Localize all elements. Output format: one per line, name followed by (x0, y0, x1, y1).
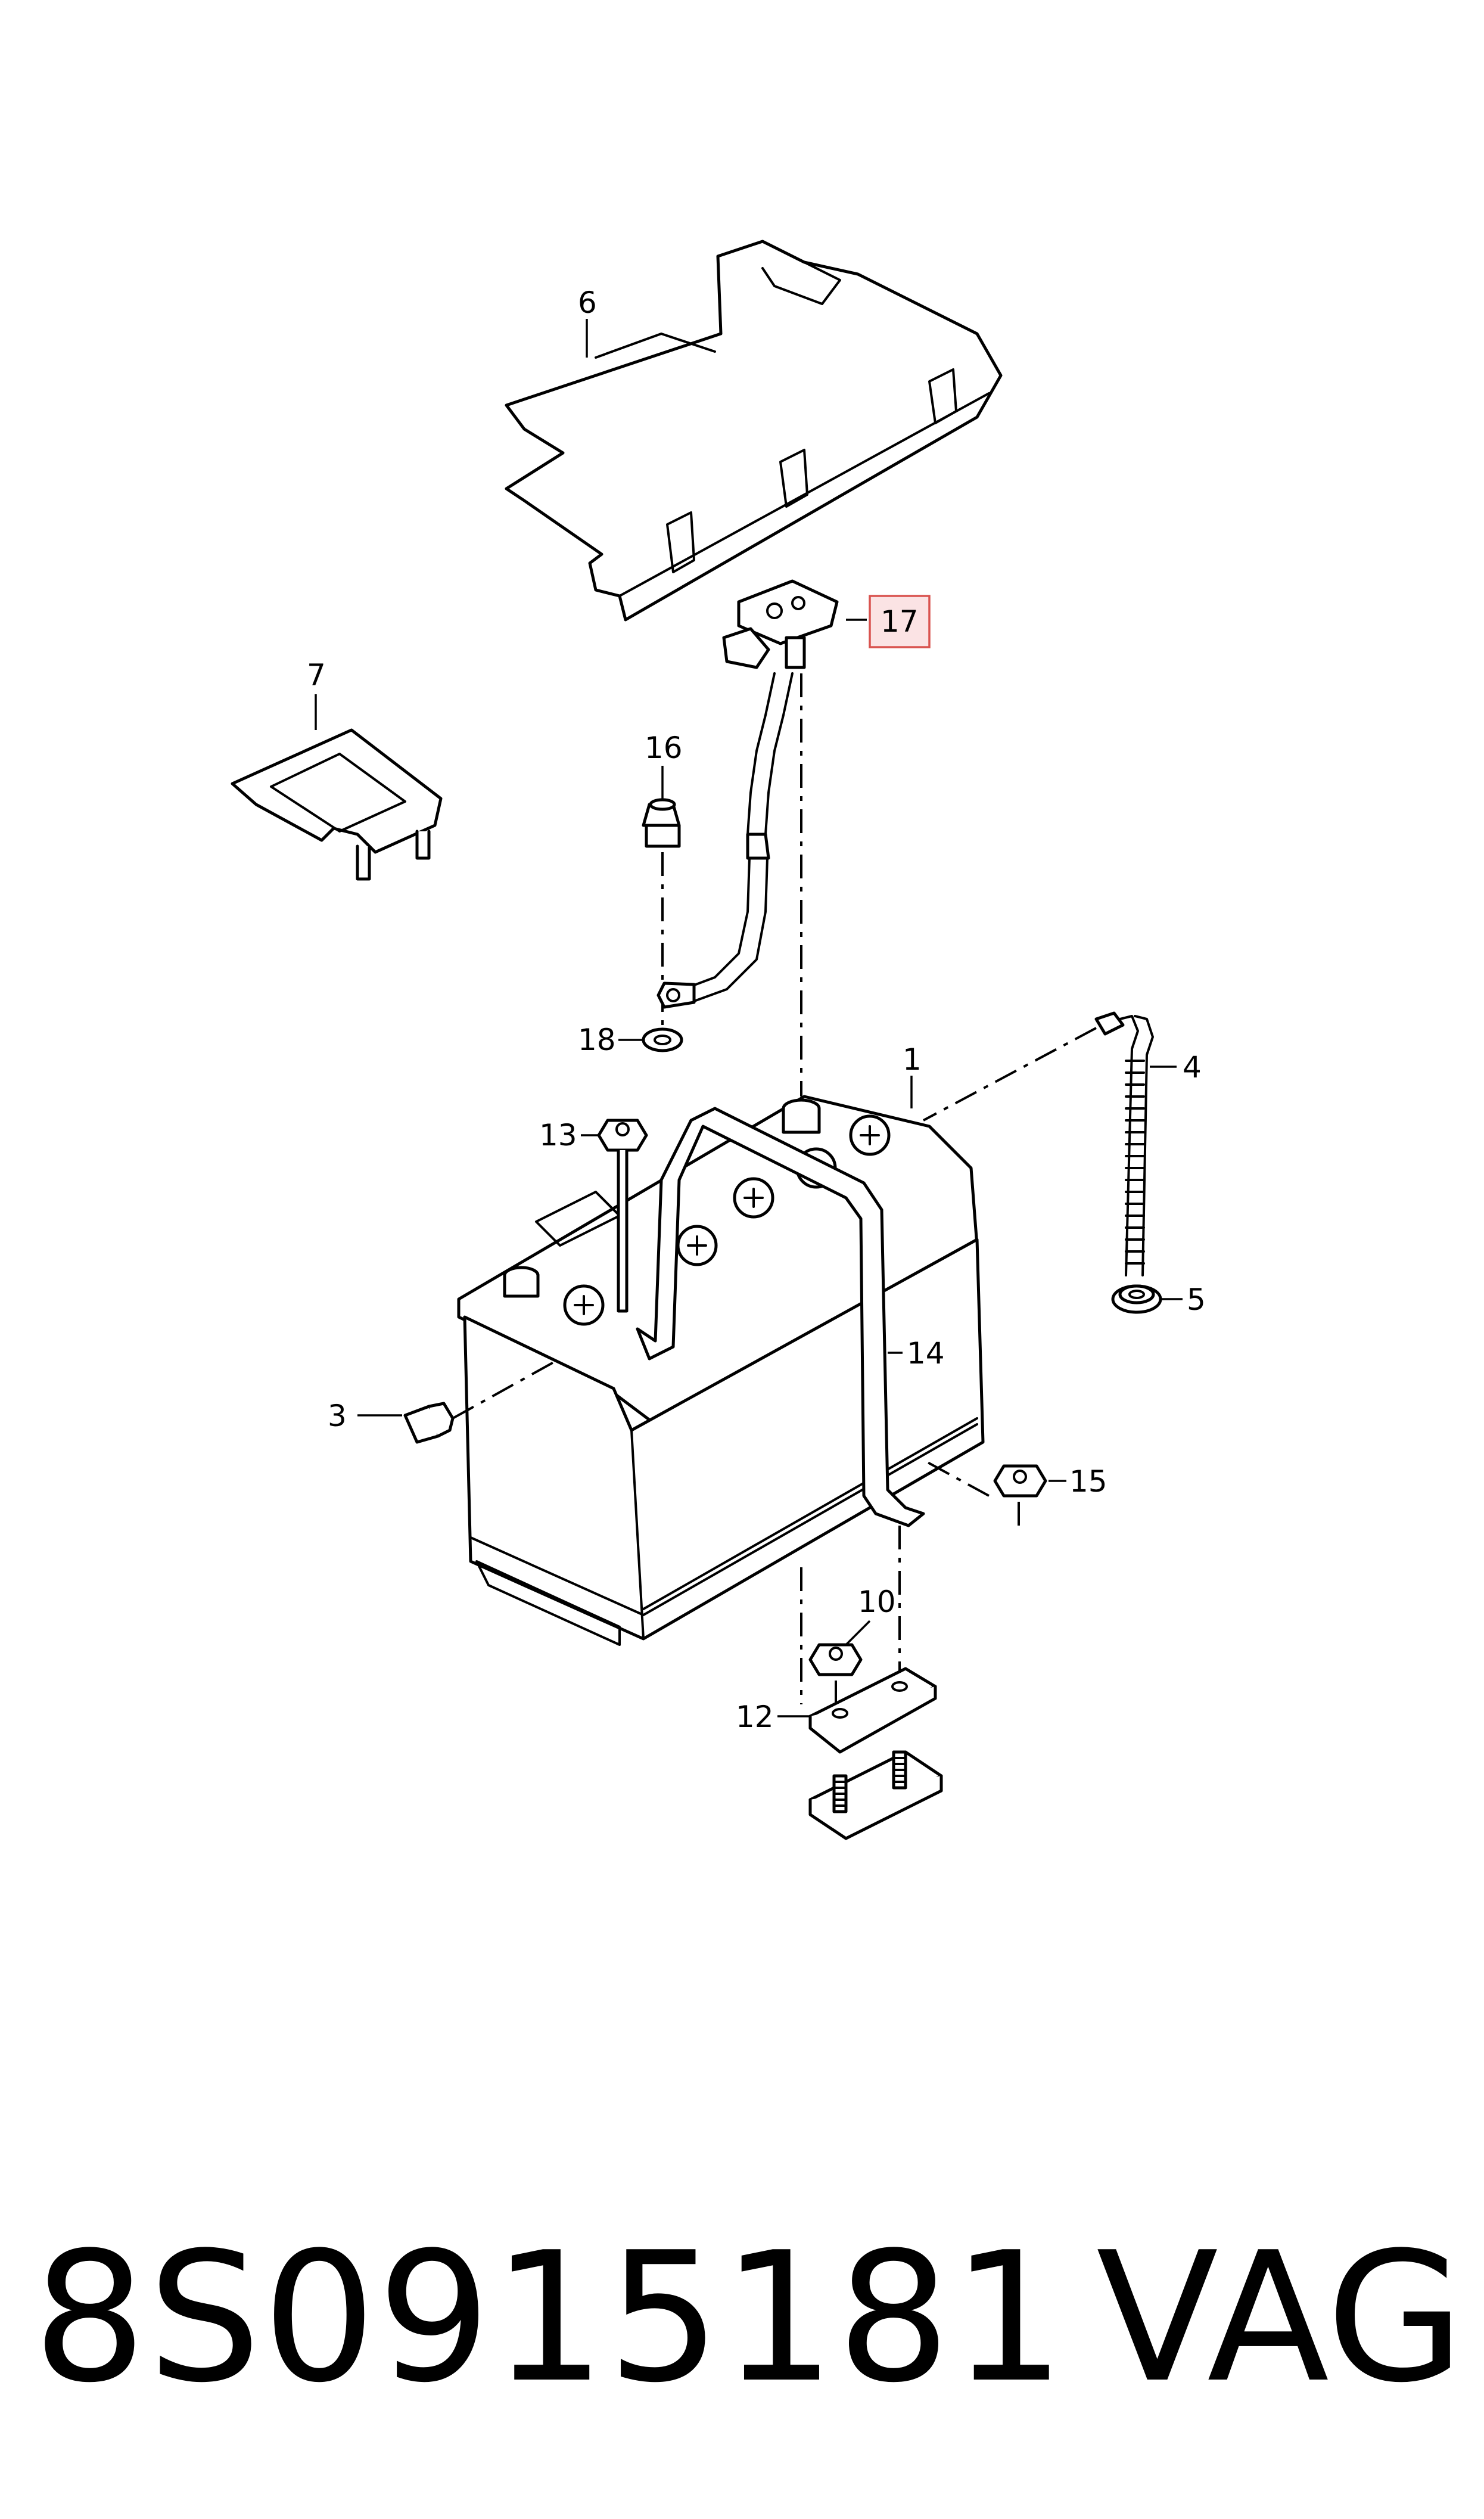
nut-15[interactable] (993, 1464, 1047, 1498)
callout-13[interactable]: 13 (539, 1118, 577, 1153)
assembly-line-4-1 (923, 1027, 1097, 1122)
nut-16[interactable] (642, 798, 681, 848)
callout-16[interactable]: 16 (645, 731, 683, 765)
brand-label: VAG (1096, 2214, 1465, 2422)
callout-14[interactable]: 14 (907, 1336, 945, 1371)
callout-4[interactable]: 4 (1183, 1050, 1202, 1085)
terminal-cover[interactable] (231, 728, 443, 881)
nut-10[interactable] (808, 1643, 863, 1676)
leader-lines (315, 319, 1183, 1717)
callout-7[interactable]: 7 (307, 658, 326, 692)
callout-3[interactable]: 3 (328, 1399, 347, 1433)
washer-18[interactable] (642, 1027, 683, 1052)
grommet-5[interactable] (1111, 1284, 1162, 1314)
callout-15[interactable]: 15 (1069, 1464, 1107, 1499)
callout-10[interactable]: 10 (858, 1585, 896, 1619)
callouts: 6 7 16 17 18 1 4 5 13 14 3 15 10 12 (307, 285, 1206, 1734)
callout-12[interactable]: 12 (736, 1700, 774, 1734)
clamp-plate-12[interactable] (808, 1667, 943, 1840)
part-number: 8S0915181 (33, 2214, 1067, 2422)
callout-18[interactable]: 18 (578, 1023, 616, 1057)
callout-6[interactable]: 6 (578, 285, 597, 320)
exploded-parts-diagram: 6 7 16 17 18 1 4 5 13 14 3 15 10 12 (231, 240, 1206, 1840)
footer: 8S0915181 VAG (0, 2205, 1484, 2455)
vent-plug-3[interactable] (403, 1402, 455, 1444)
battery-cable-17[interactable] (657, 579, 839, 1009)
callout-17[interactable]: 17 (881, 604, 919, 639)
callout-5[interactable]: 5 (1187, 1282, 1206, 1317)
hold-down-strap[interactable] (636, 1107, 925, 1527)
callout-1[interactable]: 1 (903, 1042, 922, 1077)
highlight-box-17 (869, 595, 931, 648)
assembly-line-15-14 (923, 1459, 1020, 1526)
vent-hose-4[interactable] (1094, 1011, 1154, 1276)
assembly-line-3-1 (452, 1358, 561, 1420)
battery-cover[interactable] (505, 240, 1003, 622)
